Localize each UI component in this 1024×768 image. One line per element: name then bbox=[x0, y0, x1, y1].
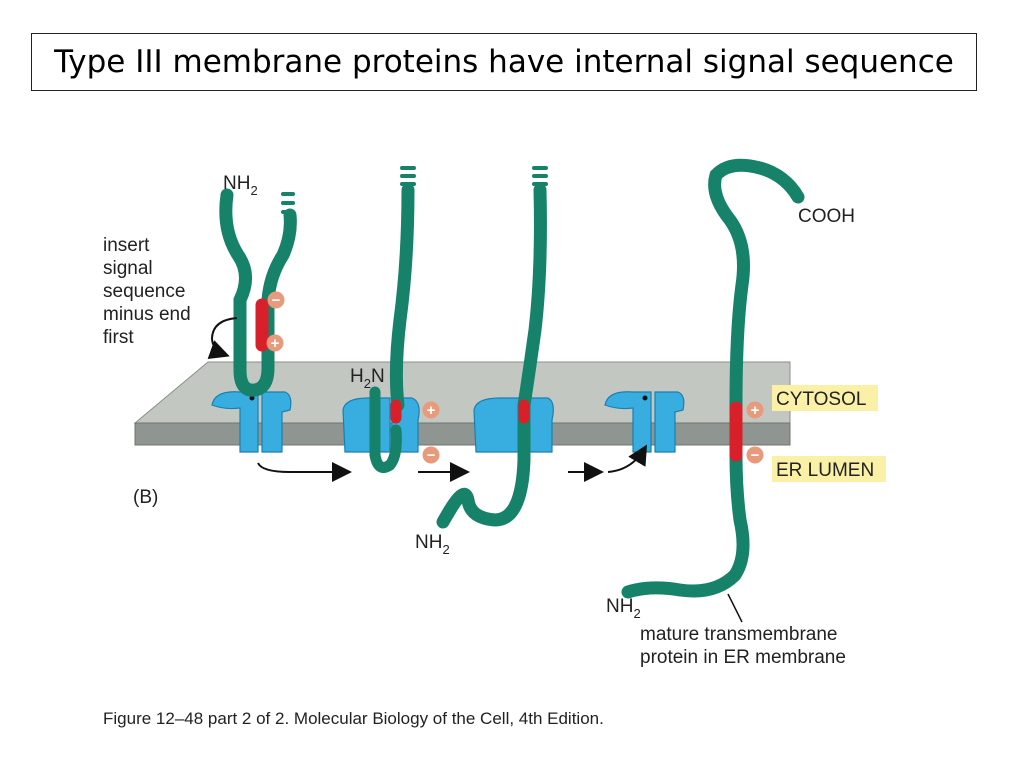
translocon-3 bbox=[473, 397, 554, 453]
panel-label: (B) bbox=[133, 487, 158, 508]
translocon-2 bbox=[342, 397, 420, 453]
arrow-1 bbox=[257, 462, 352, 482]
charge-plus-stage2: + bbox=[422, 401, 440, 419]
nh2-label-mature: NH2 bbox=[606, 596, 641, 621]
svg-text:+: + bbox=[271, 335, 280, 352]
arrow-4 bbox=[607, 444, 648, 473]
svg-text:minus end: minus end bbox=[103, 304, 191, 325]
protein-stage-2 bbox=[369, 166, 416, 473]
callout-line bbox=[727, 593, 743, 623]
svg-text:signal: signal bbox=[103, 258, 153, 279]
charge-minus-stage1: − bbox=[267, 291, 285, 309]
er-lumen-label: ER LUMEN bbox=[772, 456, 886, 482]
protein-stage-1 bbox=[219, 188, 297, 397]
translocon-1 bbox=[211, 391, 292, 453]
protein-mature bbox=[621, 158, 805, 599]
nh2-label-stage3: NH2 bbox=[415, 532, 450, 557]
charge-bubbles: − + + − + − bbox=[266, 291, 764, 464]
svg-text:−: − bbox=[272, 292, 281, 309]
svg-text:insert: insert bbox=[103, 235, 150, 256]
svg-text:sequence: sequence bbox=[103, 281, 185, 302]
svg-text:ER LUMEN: ER LUMEN bbox=[776, 460, 874, 481]
svg-text:−: − bbox=[427, 447, 436, 464]
svg-text:+: + bbox=[427, 402, 436, 419]
translocon-4 bbox=[604, 391, 685, 453]
slide-title: Type III membrane proteins have internal… bbox=[31, 33, 977, 91]
svg-text:CYTOSOL: CYTOSOL bbox=[776, 389, 866, 410]
process-arrows bbox=[207, 317, 648, 482]
charge-minus-stage2: − bbox=[422, 446, 440, 464]
charge-plus-mature: + bbox=[746, 401, 764, 419]
insert-note: insert signal sequence minus end first bbox=[103, 235, 191, 348]
svg-text:−: − bbox=[751, 447, 760, 464]
figure-caption: Figure 12–48 part 2 of 2. Molecular Biol… bbox=[103, 709, 604, 728]
mature-label-line2: protein in ER membrane bbox=[640, 647, 846, 668]
h2n-label-stage2: H2N bbox=[350, 366, 385, 391]
cytosol-label: CYTOSOL bbox=[772, 385, 878, 411]
nh2-label-stage1: NH2 bbox=[223, 173, 258, 198]
mature-label-line1: mature transmembrane bbox=[640, 624, 837, 645]
svg-text:+: + bbox=[751, 402, 760, 419]
charge-plus-stage1: + bbox=[266, 334, 284, 352]
cooh-label: COOH bbox=[798, 206, 855, 227]
protein-stage-3 bbox=[436, 166, 548, 529]
insert-arrow bbox=[207, 317, 238, 360]
charge-minus-mature: − bbox=[746, 446, 764, 464]
svg-text:first: first bbox=[103, 327, 134, 348]
